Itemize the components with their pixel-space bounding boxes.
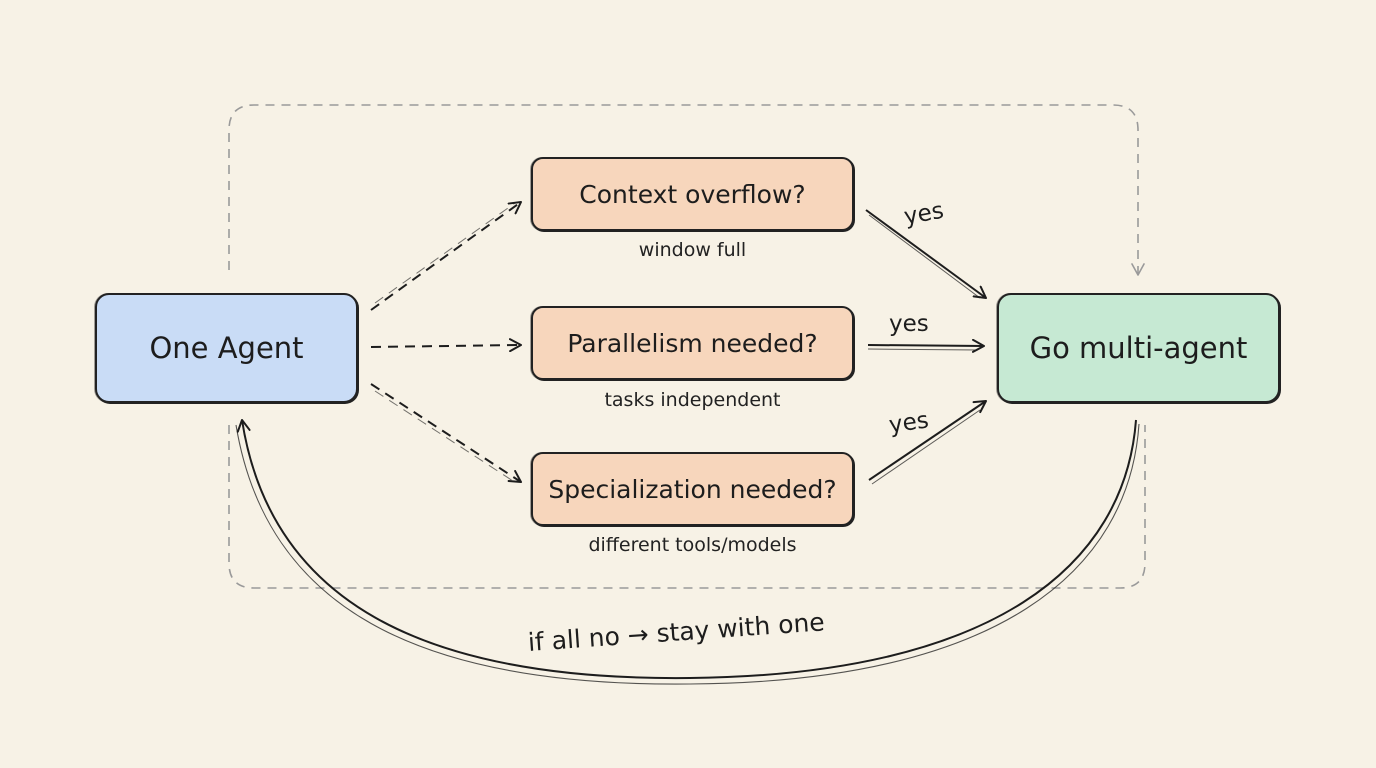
question-note: window full xyxy=(638,239,747,261)
edge-start-to-q1-echo xyxy=(374,202,516,304)
go-multi-agent-node: Go multi-agent xyxy=(997,293,1280,403)
edge-q1-to-end xyxy=(865,209,987,299)
question-label: Context overflow? xyxy=(579,179,806,209)
edge-start-to-q1 xyxy=(370,201,522,311)
edge-start-to-q3 xyxy=(370,383,522,483)
dashed-frame-bottom xyxy=(228,425,1146,589)
go-multi-agent-label: Go multi-agent xyxy=(1029,331,1248,365)
edge-q2-to-end xyxy=(867,338,985,353)
edge-q2-to-end-echo xyxy=(867,348,979,351)
edge-q3-to-end-echo xyxy=(871,409,981,485)
edge-q3-to-end xyxy=(868,400,987,481)
question-context-overflow: Context overflow? xyxy=(531,157,854,231)
one-agent-label: One Agent xyxy=(149,331,304,365)
dashed-frame xyxy=(228,104,1145,276)
edge-q1-to-end-echo xyxy=(868,214,981,299)
question-specialization: Specialization needed? xyxy=(531,452,854,526)
edge-label-yes: yes xyxy=(887,407,931,439)
question-label: Specialization needed? xyxy=(548,474,837,504)
question-note: different tools/models xyxy=(588,534,797,556)
edge-label-yes: yes xyxy=(889,311,929,337)
one-agent-node: One Agent xyxy=(95,293,358,403)
question-label: Parallelism needed? xyxy=(567,328,818,358)
edge-start-to-q3-echo xyxy=(374,390,514,482)
question-parallelism: Parallelism needed? xyxy=(531,306,854,380)
question-note: tasks independent xyxy=(604,389,781,411)
edge-start-to-q2 xyxy=(370,338,522,353)
loop-back-edge-echo xyxy=(235,423,1140,685)
loop-back-edge xyxy=(236,419,1137,680)
